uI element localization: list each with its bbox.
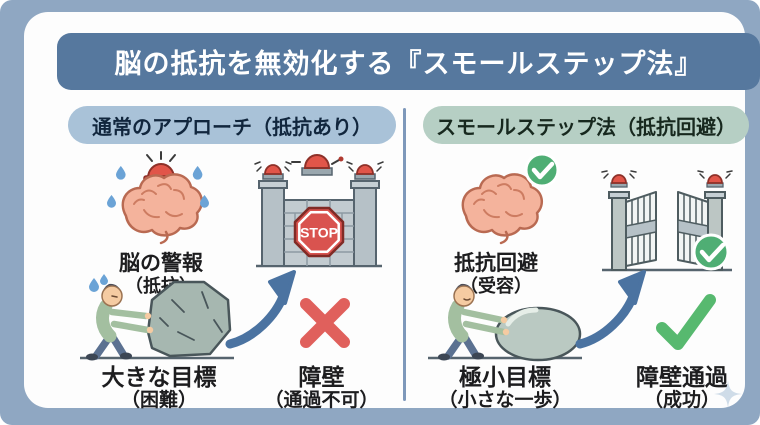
tiny-goal-caption: 極小目標 （小さな一歩） xyxy=(416,364,594,411)
cross-x-icon xyxy=(300,298,350,348)
barrier-passed-caption: 障壁通過 （成功） xyxy=(612,364,752,411)
check-badge-icon xyxy=(524,152,560,188)
big-goal-caption: 大きな目標 （困難） xyxy=(74,364,244,411)
person-icon xyxy=(438,283,510,361)
siren-icon xyxy=(601,170,637,188)
left-column-header: 通常のアプローチ（抵抗あり） xyxy=(68,106,396,144)
resistance-avoided-caption: 抵抗回避 （受容） xyxy=(422,252,570,296)
siren-icon xyxy=(346,161,384,180)
caption-line: 障壁通過 xyxy=(636,364,728,390)
page-title: 脳の抵抗を無効化する『スモールステップ法』 xyxy=(114,49,703,79)
caption-line: （困難） xyxy=(120,389,197,411)
siren-icon xyxy=(697,170,733,188)
person-pushing-small-rock-icon xyxy=(428,283,582,362)
person-icon xyxy=(86,283,154,361)
upward-arrow-icon xyxy=(575,270,646,349)
siren-icon xyxy=(291,154,344,176)
barrier-wall-stop-icon: STOP xyxy=(254,154,384,268)
sweat-drop-icon xyxy=(89,274,108,292)
caption-line: （小さな一歩） xyxy=(438,389,572,411)
person-pushing-boulder-icon xyxy=(80,274,234,361)
title-bar: 脳の抵抗を無効化する『スモールステップ法』 xyxy=(57,33,760,90)
sparkle-icon xyxy=(714,380,742,408)
caption-line: 大きな目標 xyxy=(101,364,217,390)
check-badge-icon xyxy=(692,233,730,271)
checkmark-icon xyxy=(656,294,716,350)
left-column-header-label: 通常のアプローチ（抵抗あり） xyxy=(92,116,372,139)
brain-check-icon xyxy=(461,152,560,245)
content-card: 脳の抵抗を無効化する『スモールステップ法』 通常のアプローチ（抵抗あり） スモー… xyxy=(24,12,760,411)
siren-icon xyxy=(254,161,292,180)
column-divider xyxy=(403,108,406,401)
small-rock-icon xyxy=(494,306,582,362)
caption-line: （成功） xyxy=(643,389,720,411)
brain-alarm-icon xyxy=(107,151,209,245)
caption-line: 抵抗回避 xyxy=(454,252,538,275)
barrier-caption: 障壁 （通過不可） xyxy=(254,364,389,411)
right-column-header: スモールステップ法（抵抗回避） xyxy=(423,106,749,144)
stop-sign-icon: STOP xyxy=(293,206,345,258)
caption-line: （受容） xyxy=(460,275,532,296)
boulder-icon xyxy=(146,280,232,358)
caption-line: 障壁 xyxy=(298,364,345,390)
stop-sign-label: STOP xyxy=(300,225,338,241)
upward-arrow-icon xyxy=(225,270,296,349)
caption-line: （通過不可） xyxy=(264,389,379,411)
right-column-header-label: スモールステップ法（抵抗回避） xyxy=(436,116,736,139)
open-gates-icon xyxy=(601,170,733,272)
caption-line: 極小目標 xyxy=(459,364,551,390)
caption-line: 脳の警報 xyxy=(119,252,203,275)
sweat-drop-icon xyxy=(107,166,209,208)
